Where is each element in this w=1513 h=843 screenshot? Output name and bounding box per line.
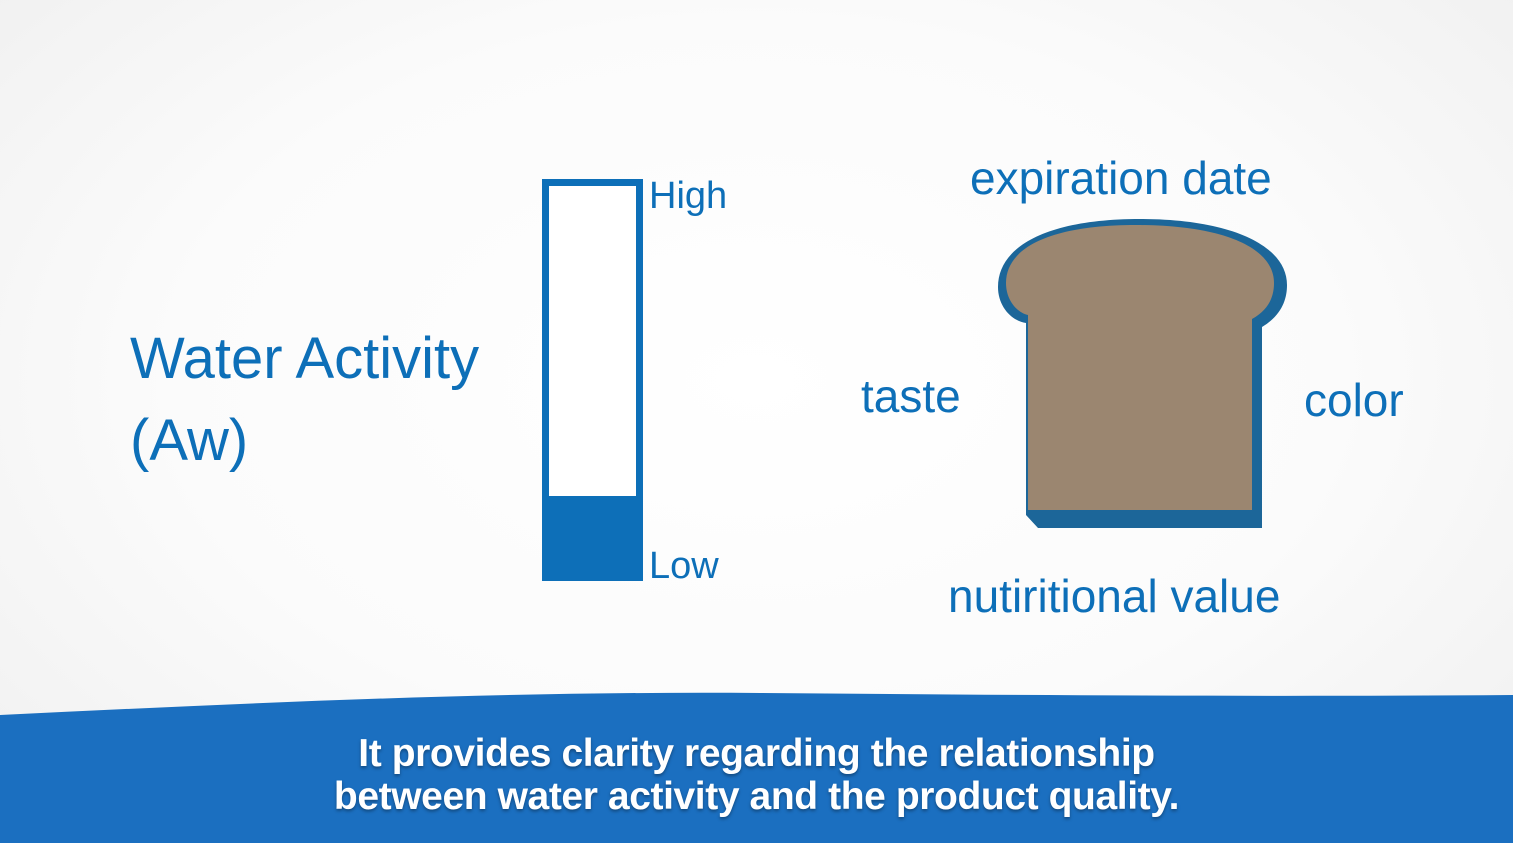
water-activity-meter — [542, 179, 643, 581]
taste-label: taste — [861, 370, 961, 422]
title-line-2: (Aw) — [130, 408, 249, 473]
meter-fill-level — [549, 496, 636, 574]
bread-slice-icon — [998, 219, 1287, 528]
meter-high-label: High — [649, 175, 728, 217]
caption-banner-wave — [0, 692, 1513, 843]
bread-body — [1006, 225, 1274, 510]
water-activity-title: Water Activity (Aw) — [130, 318, 479, 482]
meter-low-label: Low — [649, 545, 719, 587]
caption-text: It provides clarity regarding the relati… — [0, 732, 1513, 818]
nutritional-value-label: nutiritional value — [948, 570, 1281, 622]
title-line-1: Water Activity — [130, 326, 480, 391]
caption-line-2: between water activity and the product q… — [333, 775, 1180, 818]
expiration-date-label: expiration date — [970, 152, 1272, 204]
caption-line-1: It provides clarity regarding the relati… — [358, 732, 1155, 775]
color-label: color — [1304, 374, 1404, 426]
wave-shape — [0, 692, 1513, 843]
